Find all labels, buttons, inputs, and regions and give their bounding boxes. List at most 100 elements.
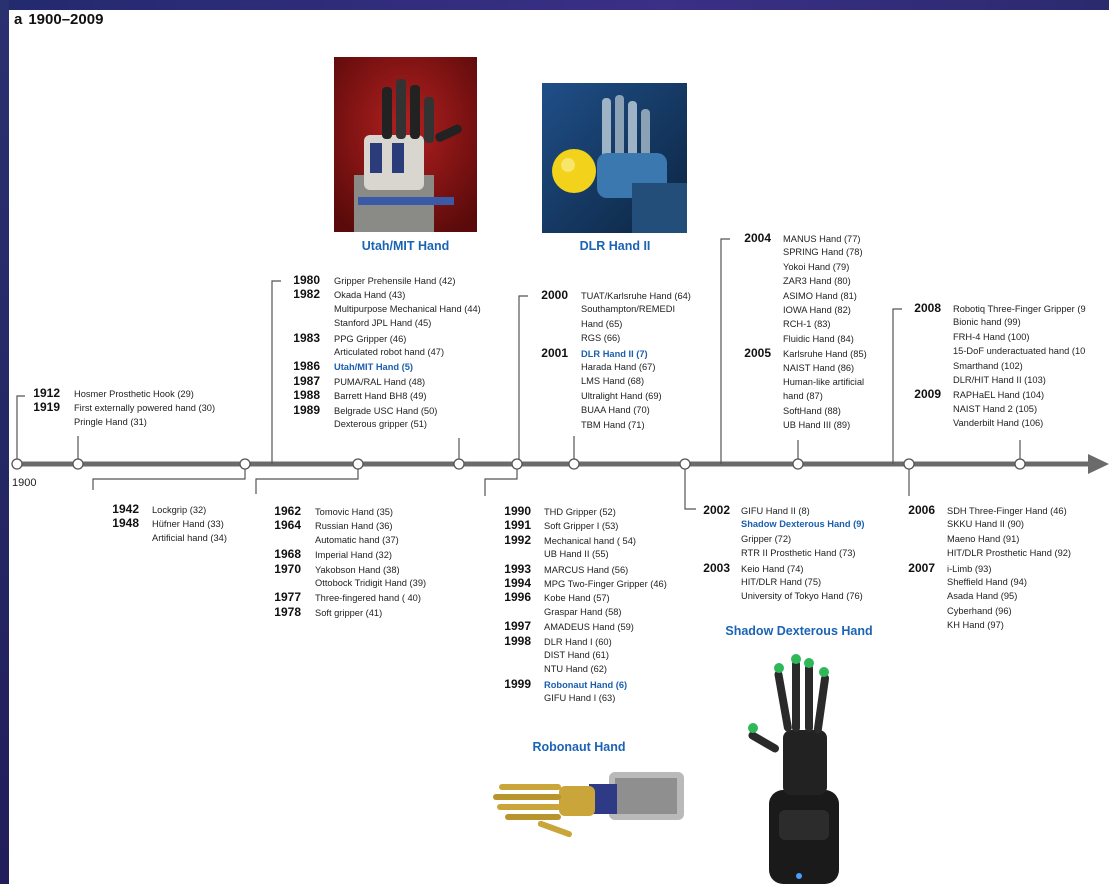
hand-entry: Ottobock Tridigit Hand (39) [315,577,427,588]
timeline-entry-row: Human-like artificial [733,375,867,389]
timeline-entry-row: NAIST Hand (86) [733,361,867,375]
axis-node [1014,458,1026,470]
entry-year: 2003 [703,560,730,575]
hand-entry: UB Hand II (55) [544,549,609,560]
hand-entry: MARCUS Hand (56) [544,564,629,575]
timeline-entry-row: SoftHand (88) [733,404,867,418]
connector-1912 [16,395,25,464]
hand-entry: Russian Hand (36) [315,521,393,532]
highlighted-hand-entry: Utah/MIT Hand (5) [334,362,414,373]
hand-entry: Fluidic Hand (84) [783,333,854,344]
axis-node [11,458,23,470]
hand-entry: Maeno Hand (91) [947,533,1020,544]
hand-entry: Automatic hand (37) [315,534,399,545]
connector-1942 [92,464,246,490]
hand-entry: Graspar Hand (58) [544,606,622,617]
entry-year: 2005 [744,346,771,361]
timeline-entry-row: HIT/DLR Prosthetic Hand (92) [897,546,1071,560]
hand-entry: DLR Hand I (60) [544,636,612,647]
entry-year: 1988 [293,388,320,403]
timeline-entry-row: DIST Hand (61) [487,648,667,662]
timeline-entry-row: ZAR3 Hand (80) [733,274,867,288]
timeline-entry-row: UB Hand II (55) [487,547,667,561]
axis-node [511,458,523,470]
hand-entry: PUMA/RAL Hand (48) [334,376,426,387]
hand-entry: Pringle Hand (31) [74,416,147,427]
hand-entry: THD Gripper (52) [544,507,616,517]
hand-entry: Imperial Hand (32) [315,550,392,561]
entry-year: 2001 [541,345,568,360]
dlr-hand-ii-photo [542,83,687,233]
timeline-entry-row: Vanderbilt Hand (106) [905,416,1086,430]
timeline-entry-row: 15-DoF underactuated hand (10 [905,344,1086,358]
timeline-entry-row: Automatic hand (37) [259,533,426,547]
entry-year: 1948 [112,516,139,531]
hand-entry: SPRING Hand (78) [783,247,863,258]
shadow-dexterous-hand-caption: Shadow Dexterous Hand [725,624,873,638]
dlr-hand-ii-caption: DLR Hand II [579,239,651,253]
timeline-entry-row: Multipurpose Mechanical Hand (44) [284,302,481,316]
entry-year: 1987 [293,373,320,388]
panel-letter: a [14,11,23,28]
hand-entry: Human-like artificial [783,376,865,387]
hand-entry: HIT/DLR Hand (75) [741,576,822,587]
entry-year: 1989 [293,402,320,417]
hand-entry: NAIST Hand (86) [783,362,855,373]
entry-year: 1964 [274,518,301,533]
timeline-axis [11,238,1109,510]
connector-2002 [684,464,696,510]
entry-year: 2004 [744,231,771,245]
hand-entry: Yokoi Hand (79) [783,261,850,272]
robonaut-hand-photo [479,762,684,844]
hand-entry: Ultralight Hand (69) [581,390,662,401]
axis-node [72,458,84,470]
timeline-entry-row: KH Hand (97) [897,618,1071,632]
hand-entry: DLR/HIT Hand II (103) [953,374,1046,385]
hand-entry: IOWA Hand (82) [783,304,851,315]
hand-entry: GIFU Hand I (63) [544,693,616,704]
timeline-entry-row: IOWA Hand (82) [733,303,867,317]
hand-entry: Barrett Hand BH8 (49) [334,391,427,402]
hand-entry: Three-fingered hand ( 40) [315,593,421,604]
timeline-entry-row: 2005 Karlsruhe Hand (85) [733,346,867,361]
timeline-entry-row: TBM Hand (71) [530,418,691,432]
hand-entry: Mechanical hand ( 54) [544,535,636,546]
hand-entry: RCH-1 (83) [783,319,831,330]
timeline-entry-row: DLR/HIT Hand II (103) [905,373,1086,387]
hand-entry: NAIST Hand 2 (105) [953,403,1038,414]
hand-entry: Hosmer Prosthetic Hook (29) [74,389,194,399]
connector-2008 [892,308,902,464]
hand-entry: Karlsruhe Hand (85) [783,349,867,360]
timeline-entry-row: Bionic hand (99) [905,315,1086,329]
entry-year: 2002 [703,503,730,517]
entry-year: 1996 [504,590,531,605]
hand-entry: Robotiq Three-Finger Gripper (9 [953,304,1086,314]
axis-node [679,458,691,470]
hand-entry: DIST Hand (61) [544,649,609,660]
hand-entry: Okada Hand (43) [334,290,406,301]
shadow-dexterous-hand-photo [739,650,859,884]
hand-entry: NTU Hand (62) [544,664,608,675]
hand-entry: RGS (66) [581,333,621,344]
hand-entry: i-Limb (93) [947,563,992,574]
timeline-entry-row: FRH-4 Hand (100) [905,330,1086,344]
axis-node [568,458,580,470]
hand-entry: TBM Hand (71) [581,419,645,430]
timeline-entry-row: 1987 PUMA/RAL Hand (48) [284,374,481,388]
hand-entry: First externally powered hand (30) [74,403,216,414]
entry-year: 1991 [504,518,531,533]
timeline-entry-row: Ottobock Tridigit Hand (39) [259,576,426,590]
